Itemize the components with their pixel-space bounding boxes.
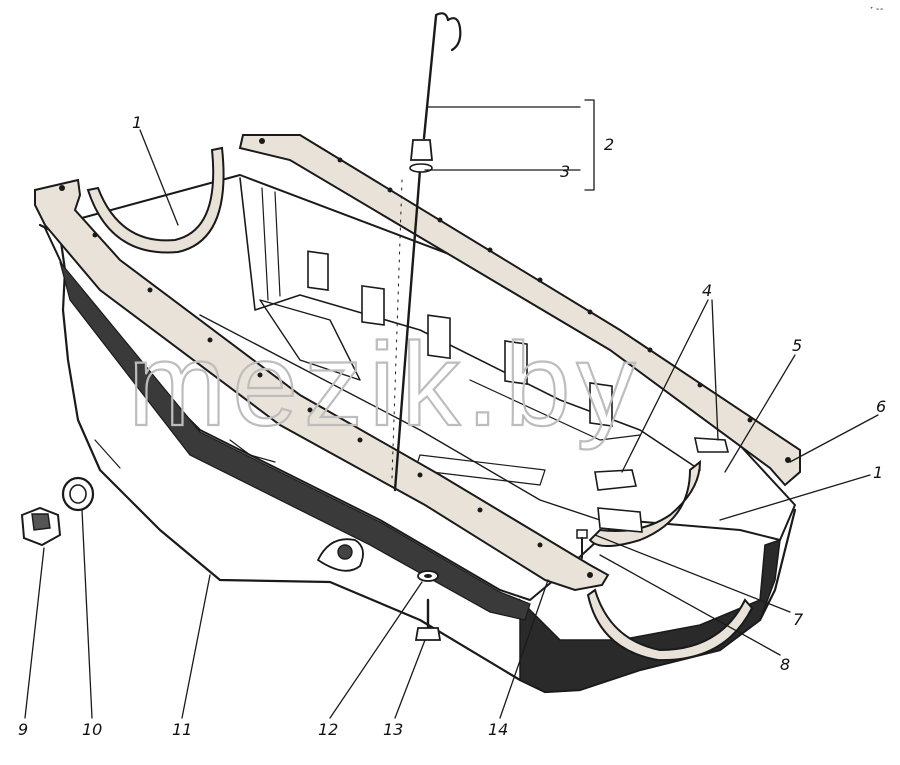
pan-bolt — [414, 598, 442, 641]
lower-gasket — [34, 178, 610, 592]
oil-pan-body — [38, 174, 797, 694]
callout-12: 12 — [318, 720, 338, 739]
callout-1-front: 1 — [132, 113, 142, 132]
callout-4: 4 — [702, 281, 712, 300]
callout-14: 14 — [488, 720, 508, 739]
callout-labels: 1 1 2 3 4 5 6 7 8 9 10 11 12 13 14 — [18, 113, 886, 739]
bolt-washer — [417, 570, 439, 582]
callout-3: 3 — [560, 162, 570, 181]
drain-boss — [316, 538, 364, 572]
callout-11: 11 — [172, 720, 192, 739]
front-seal-half — [86, 146, 225, 254]
callout-10: 10 — [82, 720, 102, 739]
mounting-plates — [594, 437, 730, 533]
drain-plug — [20, 506, 62, 547]
watermark: mezik.by — [128, 319, 642, 451]
callout-8: 8 — [780, 655, 790, 674]
dipstick-seal — [409, 139, 433, 173]
callout-7: 7 — [793, 610, 804, 629]
corner-mark: ᐩ ⁃⁃ — [870, 5, 884, 14]
callout-6: 6 — [876, 397, 886, 416]
drain-washer — [61, 476, 95, 512]
upper-gasket — [238, 134, 801, 487]
callout-2: 2 — [604, 135, 614, 154]
callout-9: 9 — [18, 720, 28, 739]
internal-bolt — [576, 529, 588, 559]
leader-lines — [24, 99, 879, 719]
dipstick — [391, 12, 462, 492]
callout-13: 13 — [383, 720, 403, 739]
callout-5: 5 — [792, 336, 802, 355]
callout-1-rear: 1 — [873, 463, 883, 482]
